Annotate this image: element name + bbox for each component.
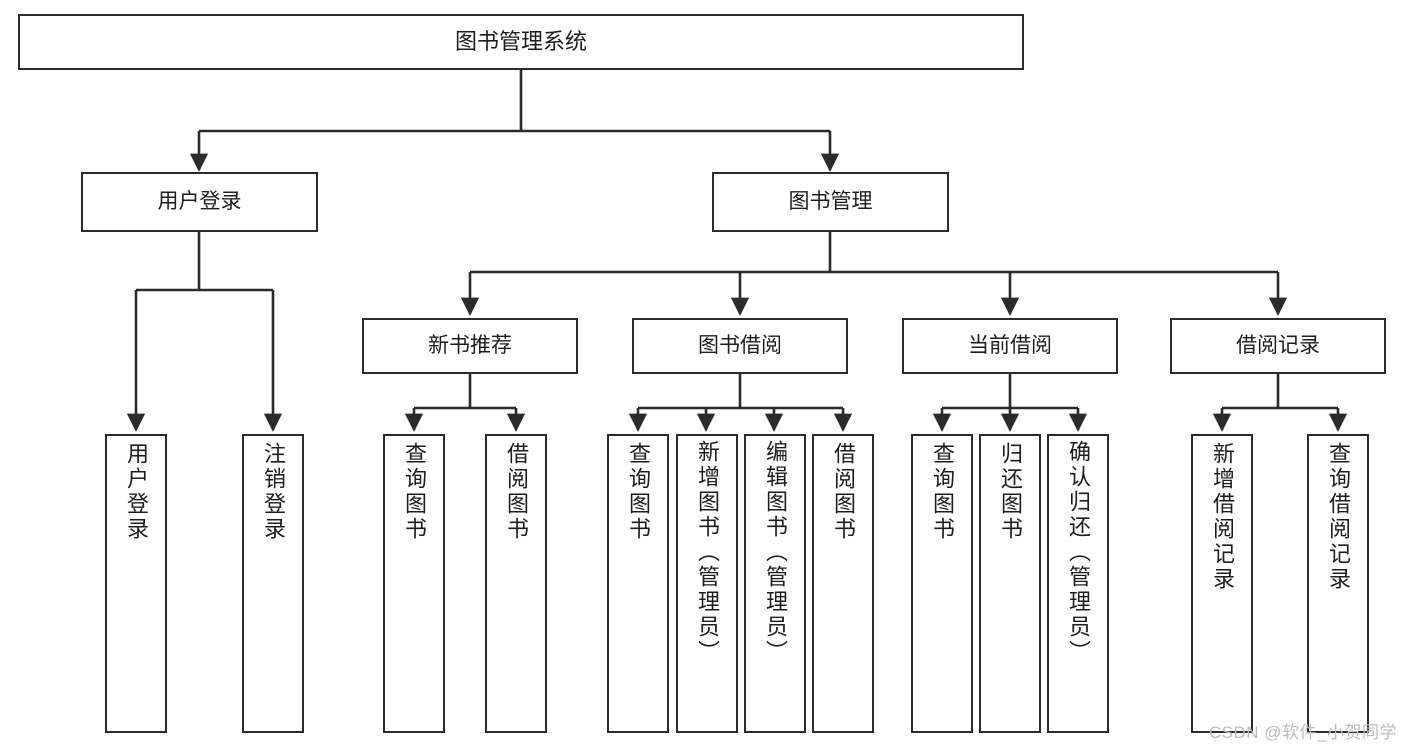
leaf-confirm-return-admin[interactable]: 确认归还（管理员） (1047, 434, 1109, 733)
node-book-borrow-label: 图书借阅 (698, 333, 782, 357)
leaf-query-book-2-label: 查询图书 (626, 442, 651, 542)
leaf-query-borrow-record[interactable]: 查询借阅记录 (1307, 434, 1369, 733)
leaf-borrow-book-2-label: 借阅图书 (831, 442, 856, 542)
leaf-query-borrow-record-label: 查询借阅记录 (1326, 442, 1351, 592)
leaf-query-book-2[interactable]: 查询图书 (607, 434, 669, 733)
node-borrow-record[interactable]: 借阅记录 (1170, 318, 1386, 374)
leaf-logout[interactable]: 注销登录 (242, 434, 304, 733)
leaf-logout-label: 注销登录 (261, 442, 286, 542)
node-current-borrow-label: 当前借阅 (968, 333, 1052, 357)
leaf-query-book-3-label: 查询图书 (930, 442, 955, 542)
leaf-user-login[interactable]: 用户登录 (105, 434, 167, 733)
leaf-borrow-book-1-label: 借阅图书 (504, 442, 529, 542)
node-root-label: 图书管理系统 (454, 29, 587, 55)
node-book-manage-label: 图书管理 (788, 189, 873, 213)
leaf-edit-book-admin[interactable]: 编辑图书（管理员） (744, 434, 806, 733)
leaf-return-book-label: 归还图书 (998, 442, 1023, 542)
leaf-query-book-1-label: 查询图书 (402, 442, 427, 542)
leaf-query-book-1[interactable]: 查询图书 (383, 434, 445, 733)
leaf-borrow-book-2[interactable]: 借阅图书 (812, 434, 874, 733)
node-borrow-record-label: 借阅记录 (1236, 333, 1320, 357)
leaf-query-book-3[interactable]: 查询图书 (911, 434, 973, 733)
leaf-add-book-admin-label: 新增图书（管理员） (695, 440, 720, 665)
leaf-user-login-label: 用户登录 (124, 442, 149, 542)
leaf-edit-book-admin-label: 编辑图书（管理员） (763, 440, 788, 665)
leaf-borrow-book-1[interactable]: 借阅图书 (485, 434, 547, 733)
leaf-add-borrow-record[interactable]: 新增借阅记录 (1191, 434, 1253, 733)
leaf-add-borrow-record-label: 新增借阅记录 (1210, 442, 1235, 592)
node-new-book-recommend-label: 新书推荐 (428, 333, 512, 357)
node-user-login[interactable]: 用户登录 (81, 172, 318, 232)
node-book-borrow[interactable]: 图书借阅 (632, 318, 848, 374)
node-user-login-label: 用户登录 (157, 189, 242, 213)
node-book-manage[interactable]: 图书管理 (712, 172, 949, 232)
node-new-book-recommend[interactable]: 新书推荐 (362, 318, 578, 374)
leaf-confirm-return-admin-label: 确认归还（管理员） (1066, 440, 1091, 665)
node-current-borrow[interactable]: 当前借阅 (902, 318, 1118, 374)
leaf-return-book[interactable]: 归还图书 (979, 434, 1041, 733)
watermark: CSDN @软件_小贺同学 (1208, 723, 1397, 742)
node-root[interactable]: 图书管理系统 (18, 14, 1024, 70)
leaf-add-book-admin[interactable]: 新增图书（管理员） (676, 434, 738, 733)
